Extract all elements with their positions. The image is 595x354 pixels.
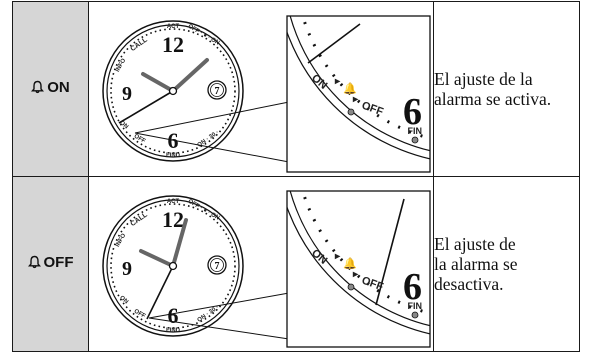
dial-9-label: 9 xyxy=(122,83,132,105)
bell-icon xyxy=(27,256,41,269)
description-line: El ajuste de xyxy=(434,234,516,254)
zoom-6-label: 6 xyxy=(403,91,422,133)
description-cell: El ajuste de la alarma se desactiva. xyxy=(433,176,580,352)
description-text: El ajuste de la alarma se activa. xyxy=(434,69,579,109)
watch-figure: 12 9 6 ACT CALL INFO FIND OFF · ● · ON O… xyxy=(102,15,431,173)
dial-on-label: ON xyxy=(118,295,129,305)
figure-cell: 12 9 6 ACT CALL INFO FIND OFF · ● · ON O… xyxy=(88,176,434,352)
mode-label-text: OFF xyxy=(43,253,74,271)
dial-off-label: OFF xyxy=(133,309,147,320)
dial-on-label: ON xyxy=(118,120,129,130)
dial-find-label: FIND xyxy=(166,328,181,334)
svg-text:▸: ▸ xyxy=(334,76,341,87)
watch-face: 12 9 6 ACT CALL INFO FIND OFF · ● · ON O… xyxy=(102,195,244,337)
dial-12-label: 12 xyxy=(162,207,184,232)
bell-icon xyxy=(31,81,45,94)
alarm-setting-table: ON 12 9 6 ACT CALL INFO xyxy=(12,1,580,352)
mode-label: OFF xyxy=(27,253,74,271)
description-cell: El ajuste de la alarma se activa. xyxy=(433,1,580,177)
mode-label: ON xyxy=(31,79,70,96)
mode-label-text: ON xyxy=(47,78,70,96)
zoom-6-label: 6 xyxy=(403,266,422,308)
dial-9-label: 9 xyxy=(122,258,132,280)
zoom-fin-label: FIN xyxy=(408,126,423,136)
mode-label-cell: ON xyxy=(12,1,89,177)
description-line: la alarma se xyxy=(434,254,518,274)
description-line: El ajuste de la xyxy=(434,69,533,89)
svg-text:▸: ▸ xyxy=(334,251,341,262)
table-row-alarm-on: ON 12 9 6 ACT CALL INFO xyxy=(12,1,580,177)
table-row-alarm-off: OFF 12 9 6 ACT CALL INFO FIND xyxy=(12,176,580,352)
watch-figure: 12 9 6 ACT CALL INFO FIND OFF · ● · ON O… xyxy=(102,190,431,348)
svg-text:▸: ▸ xyxy=(352,94,359,105)
dial-off-label: OFF xyxy=(133,134,147,145)
zoom-inset: ON ▸ 🔔 ▸ OFF 6 FIN xyxy=(286,190,431,348)
description-line: desactiva. xyxy=(434,274,504,294)
zoom-inset: ON ▸ 🔔 ▸ OFF 6 FIN xyxy=(286,15,431,173)
svg-text:🔔: 🔔 xyxy=(343,257,357,270)
dial-6-label: 6 xyxy=(168,303,179,328)
mode-label-cell: OFF xyxy=(12,176,89,352)
description-text: El ajuste de la alarma se desactiva. xyxy=(434,234,579,294)
dial-act-label: ACT xyxy=(167,24,180,30)
subdial-7-label: 7 xyxy=(215,86,220,97)
svg-text:▸: ▸ xyxy=(352,269,359,280)
zoom-fin-label: FIN xyxy=(408,301,423,311)
dial-act-label: ACT xyxy=(167,199,180,205)
svg-text:🔔: 🔔 xyxy=(343,82,357,95)
dial-12-label: 12 xyxy=(162,32,184,57)
subdial-7-label: 7 xyxy=(215,261,220,272)
figure-cell: 12 9 6 ACT CALL INFO FIND OFF · ● · ON O… xyxy=(88,1,434,177)
dial-find-label: FIND xyxy=(166,153,181,159)
description-line: alarma se activa. xyxy=(434,89,552,109)
